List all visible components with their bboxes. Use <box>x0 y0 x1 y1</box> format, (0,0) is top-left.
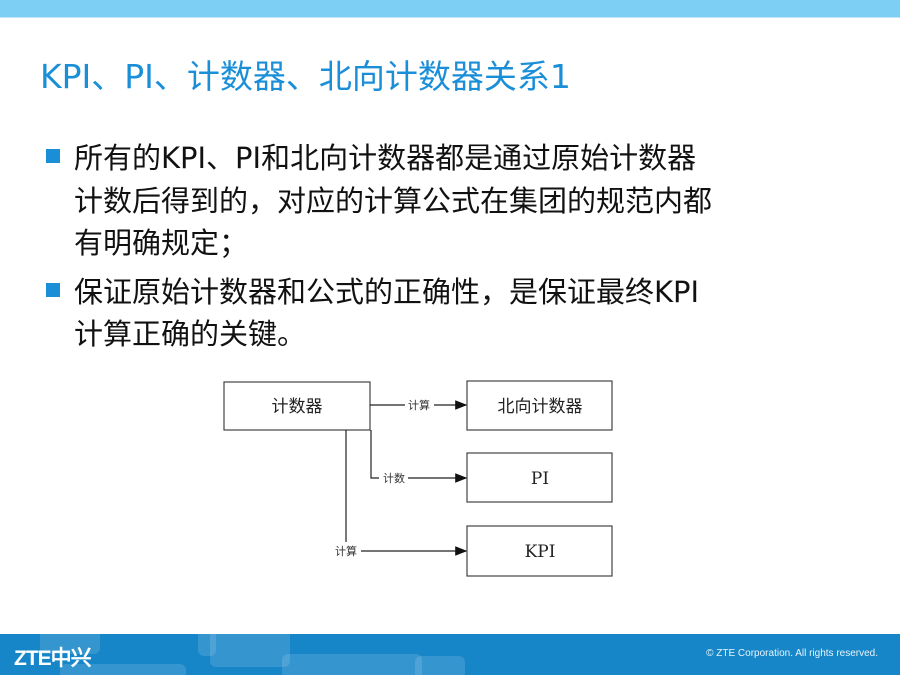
edge-label: 计数 <box>383 472 405 485</box>
box-counter-label: 计数器 <box>272 397 323 417</box>
edge-to-pi: 计数 <box>370 430 468 485</box>
box-counter: 计数器 <box>223 381 371 431</box>
slide-title: KPI、PI、计数器、北向计数器关系1 <box>40 57 571 96</box>
bullet-1-line-3: 有明确规定； <box>74 226 249 260</box>
footer-bar: ZTE中兴 © ZTE Corporation. All rights rese… <box>0 634 900 675</box>
bullet-marker <box>46 149 60 163</box>
bullet-2-line-1: 保证原始计数器和公式的正确性，是保证最终KPI <box>74 275 700 309</box>
zte-logo: ZTE中兴 <box>14 647 92 670</box>
edge-label: 计算 <box>408 398 430 412</box>
bullet-1-line-1: 所有的KPI、PI和北向计数器都是通过原始计数器 <box>74 141 697 175</box>
bullet-2-line-2: 计算正确的关键。 <box>74 317 307 351</box>
copyright-text: © ZTE Corporation. All rights reserved. <box>706 648 878 659</box>
edge-to-kpi: 计算 <box>335 430 468 558</box>
box-northbound-counter: 北向计数器 <box>466 380 613 431</box>
box-pi-label: PI <box>531 469 549 489</box>
top-banner <box>0 0 900 18</box>
box-pi: PI <box>466 452 613 503</box>
edge-to-northbound: 计算 <box>370 398 468 412</box>
box-northbound-label: 北向计数器 <box>498 397 583 417</box>
edge-label: 计算 <box>335 544 357 558</box>
bullet-marker <box>46 283 60 297</box>
box-kpi: KPI <box>466 525 613 577</box>
relationship-diagram: 计数器 北向计数器 PI KPI 计算 计数 计算 <box>223 380 613 577</box>
bullet-1-line-2: 计数后得到的，对应的计算公式在集团的规范内都 <box>74 184 713 218</box>
box-kpi-label: KPI <box>525 542 556 562</box>
